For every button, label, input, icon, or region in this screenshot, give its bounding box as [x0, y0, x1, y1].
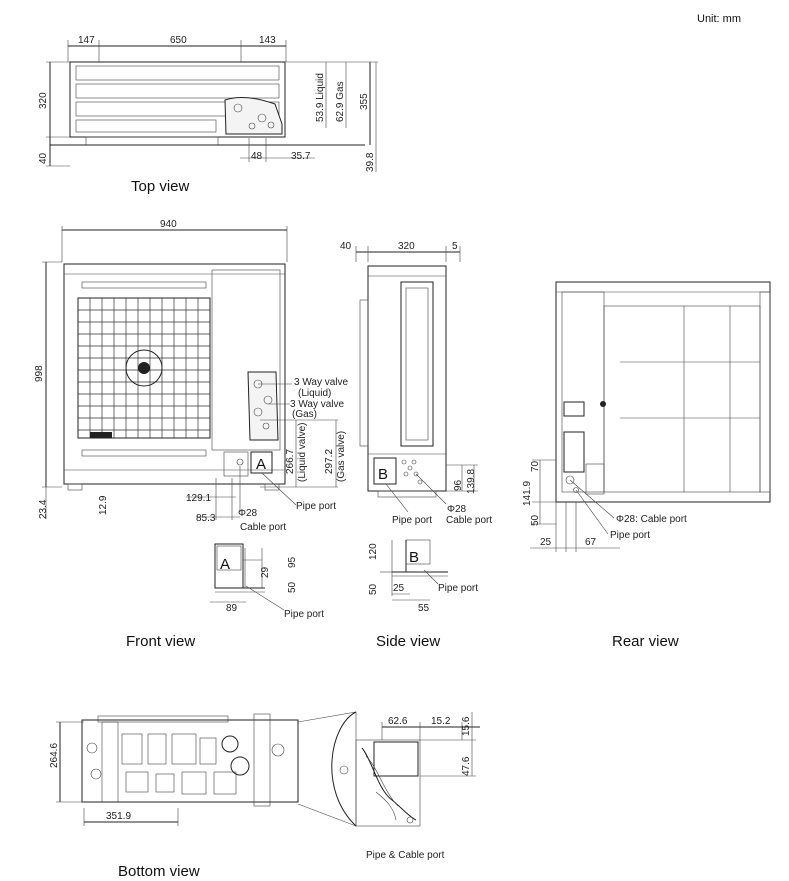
side-cabinet [367, 265, 447, 492]
rear-dim-25: 25 [540, 537, 552, 548]
bottom-base-plate [81, 719, 299, 803]
front-phi28: Φ28 [238, 508, 258, 519]
unit-label: Unit: mm [697, 13, 741, 25]
top-dim-355: 355 [359, 93, 370, 110]
side-dim-320: 320 [398, 241, 415, 252]
front-dim-85-3: 85.3 [196, 513, 216, 524]
front-fan-grille [77, 297, 211, 439]
front-dim-gas-valve: (Gas valve) [336, 431, 347, 482]
front-dim-129-1: 129.1 [186, 493, 211, 504]
front-cabinet [63, 263, 286, 485]
rear-pipe-port: Pipe port [610, 530, 650, 541]
top-dim-147: 147 [78, 35, 95, 46]
front-dim-297-2: 297.2 [324, 449, 335, 474]
front-valve-gas-title: 3 Way valve [290, 399, 345, 410]
front-valve-liquid-title: 3 Way valve [294, 377, 349, 388]
bottom-view: 264.6 351.9 62.6 15.2 15.6 47.6 Pipe & C… [49, 711, 480, 880]
side-label-b: B [378, 466, 388, 483]
front-service-panel [211, 269, 281, 451]
front-valve-area [247, 371, 279, 441]
side-handle-panel [400, 281, 434, 447]
side-dim-96: 96 [453, 479, 464, 491]
front-dim-940: 940 [160, 219, 177, 230]
front-box-a [250, 451, 273, 474]
side-view-caption: Side view [376, 633, 440, 650]
front-valve-gas-sub: (Gas) [292, 409, 317, 420]
side-pipe-port: Pipe port [392, 515, 432, 526]
rear-coil-grid [603, 305, 761, 493]
front-view-caption: Front view [126, 633, 195, 650]
top-dim-gas: 62.9 Gas [335, 81, 346, 122]
side-dim-40: 40 [340, 241, 352, 252]
detail-a-dim-95: 95 [287, 556, 298, 568]
detail-b-dim-55: 55 [418, 603, 430, 614]
side-cable-port: Cable port [446, 515, 492, 526]
front-dim-998: 998 [34, 365, 45, 382]
bottom-view-caption: Bottom view [118, 863, 200, 880]
rear-dim-50: 50 [530, 514, 541, 526]
detail-b-dim-120: 120 [368, 543, 379, 560]
top-dim-320: 320 [38, 92, 49, 109]
rear-cabinet [555, 281, 771, 503]
front-dim-liquid-valve: (Liquid valve) [297, 423, 308, 482]
detail-b-dim-50: 50 [368, 583, 379, 595]
bottom-dim-351-9: 351.9 [106, 811, 131, 822]
top-dim-650: 650 [170, 35, 187, 46]
detail-a-dim-50: 50 [287, 581, 298, 593]
bottom-dim-62-6: 62.6 [388, 716, 408, 727]
front-label-a: A [256, 456, 266, 473]
rear-dim-67: 67 [585, 537, 597, 548]
rear-phi28-cable-port: Φ28: Cable port [616, 514, 687, 525]
front-valve-liquid-sub: (Liquid) [298, 388, 331, 399]
bottom-dim-47-6: 47.6 [461, 756, 472, 776]
top-dim-35-7: 35.7 [291, 151, 311, 162]
detail-a-dim-29: 29 [260, 566, 271, 578]
front-dim-266-7: 266.7 [285, 449, 296, 474]
detail-b-dim-25: 25 [393, 583, 405, 594]
detail-b: B 120 50 25 55 Pipe port [368, 539, 478, 614]
side-dim-139-8: 139.8 [466, 469, 477, 494]
detail-a-label: A [220, 556, 230, 573]
bottom-dim-264-6: 264.6 [49, 743, 60, 768]
top-view-caption: Top view [131, 178, 190, 195]
bottom-pipe-cable-port: Pipe & Cable port [366, 850, 445, 861]
front-dim-23-4: 23.4 [38, 499, 49, 519]
top-dim-40: 40 [38, 152, 49, 164]
top-view: 147 650 143 320 40 53.9 Liquid 62.9 Gas … [38, 35, 378, 195]
bottom-zoom-arc [331, 711, 357, 827]
detail-a-dim-89: 89 [226, 603, 238, 614]
top-dim-143: 143 [259, 35, 276, 46]
rear-view: 70 141.9 50 25 67 Φ28: Cable port Pipe p… [522, 281, 771, 650]
side-phi28: Φ28 [447, 504, 467, 515]
rear-dim-141-9: 141.9 [522, 481, 533, 506]
rear-view-caption: Rear view [612, 633, 679, 650]
front-dim-12-9: 12.9 [98, 495, 109, 515]
side-view: 40 320 5 B 96 139.8 Φ28 Cable port Pipe … [340, 241, 492, 650]
top-dim-39-8: 39.8 [365, 152, 376, 172]
front-pipe-port: Pipe port [296, 501, 336, 512]
rear-dim-70: 70 [530, 460, 541, 472]
detail-b-label: B [409, 549, 419, 566]
detail-a: A 29 95 50 89 Pipe port [210, 543, 324, 620]
bottom-dim-15-2: 15.2 [431, 716, 451, 727]
top-dim-48: 48 [251, 151, 263, 162]
side-dim-5: 5 [452, 241, 458, 252]
detail-a-pipe-port: Pipe port [284, 609, 324, 620]
front-cable-port: Cable port [240, 522, 286, 533]
detail-b-pipe-port: Pipe port [438, 583, 478, 594]
bottom-dim-15-6: 15.6 [461, 716, 472, 736]
top-dim-liquid: 53.9 Liquid [315, 73, 326, 122]
front-view: 940 998 23.4 12.9 [34, 219, 349, 650]
